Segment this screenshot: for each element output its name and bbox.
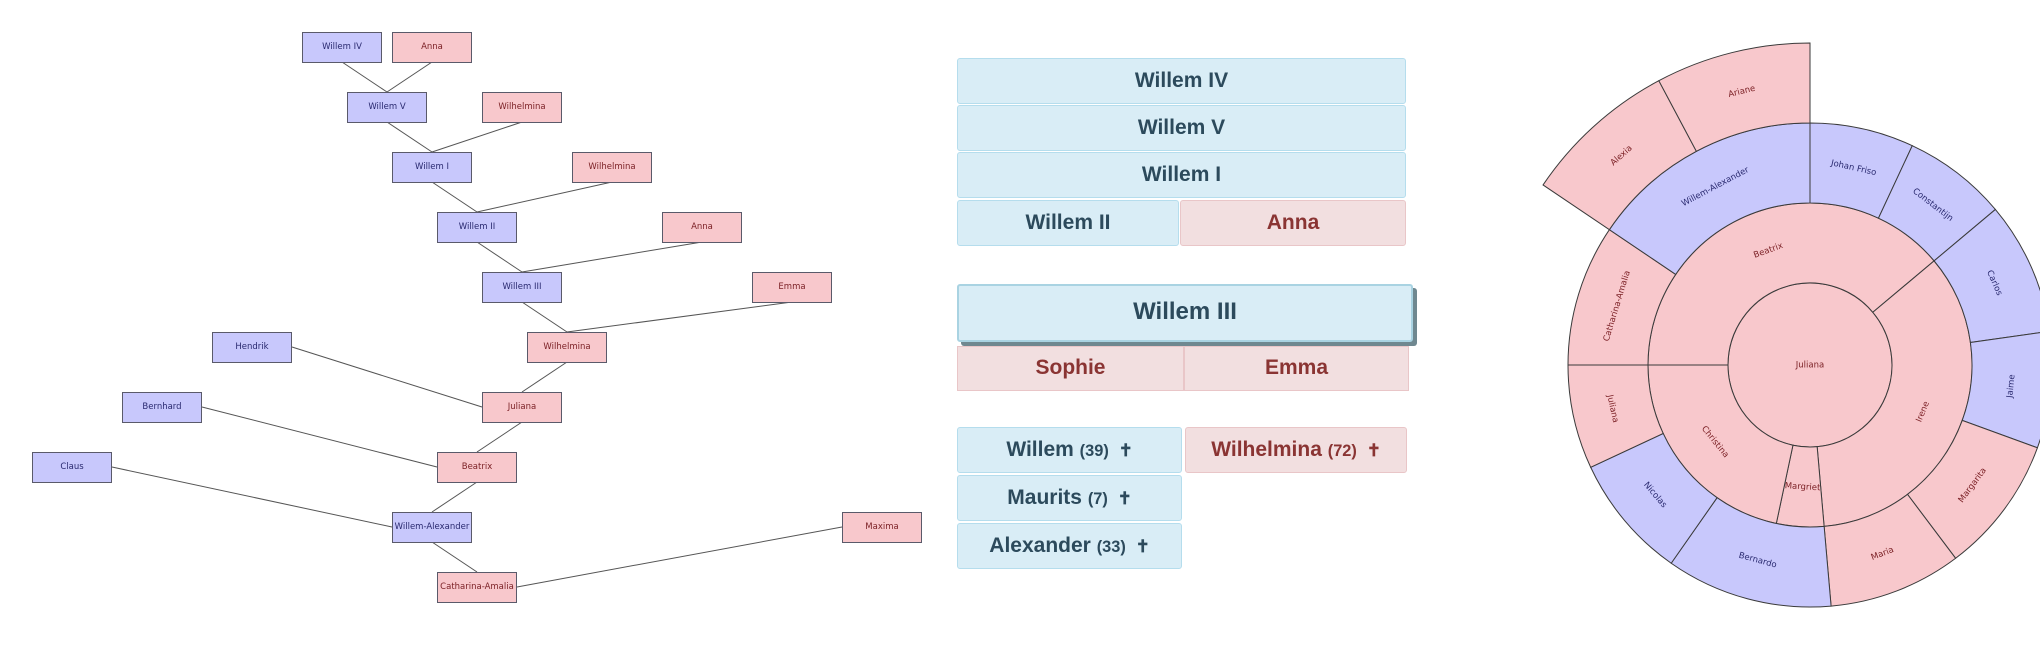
- tree-connector-line: [521, 241, 703, 273]
- sunburst-segment-ariane[interactable]: [1658, 42, 1811, 153]
- ancestor-willem-v[interactable]: Willem V: [957, 105, 1406, 151]
- tree-connector-line: [516, 526, 843, 588]
- tree-connector-line: [476, 421, 523, 453]
- deceased-cross-icon: ✝: [1135, 537, 1150, 556]
- deceased-cross-icon: ✝: [1118, 441, 1133, 460]
- person-box-willem-alexander[interactable]: Willem-Alexander: [392, 512, 472, 543]
- person-box-wilhelmina-3[interactable]: Wilhelmina: [527, 332, 607, 363]
- tree-connector-line: [386, 121, 433, 153]
- sunburst-label: Margriet: [1784, 481, 1821, 493]
- child-name: Alexander: [989, 534, 1091, 557]
- person-box-willem-i[interactable]: Willem I: [392, 152, 472, 183]
- person-box-willem-ii[interactable]: Willem II: [437, 212, 517, 243]
- sunburst-segment-juliana[interactable]: [1567, 364, 1664, 468]
- tree-connector-line: [201, 406, 438, 468]
- child-age: (39): [1079, 442, 1109, 460]
- tree-connector-line: [431, 181, 478, 213]
- child-wilhelmina-block[interactable]: Wilhelmina (72) ✝: [1185, 427, 1407, 473]
- child-maurits-block[interactable]: Maurits (7) ✝: [957, 475, 1182, 521]
- child-age: (72): [1327, 442, 1357, 460]
- child-name: Wilhelmina: [1211, 438, 1322, 461]
- person-box-willem-iv[interactable]: Willem IV: [302, 32, 382, 63]
- child-willem-block[interactable]: Willem (39) ✝: [957, 427, 1182, 473]
- spouse-emma-block[interactable]: Emma: [1184, 346, 1409, 391]
- child-alexander-block[interactable]: Alexander (33) ✝: [957, 523, 1182, 569]
- tree-connector-line: [566, 301, 793, 333]
- tree-connector-lines: [111, 61, 843, 588]
- person-box-anna-2[interactable]: Anna: [662, 212, 742, 243]
- child-age: (33): [1096, 538, 1126, 556]
- tree-connector-line: [521, 301, 568, 333]
- tree-connector-line: [341, 61, 388, 93]
- person-box-beatrix[interactable]: Beatrix: [437, 452, 517, 483]
- tree-connector-line: [431, 481, 478, 513]
- child-name: Willem: [1006, 438, 1074, 461]
- tree-connector-line: [476, 181, 613, 213]
- sunburst-chart: JulianaBeatrixIreneMargrietChristinaCath…: [1542, 42, 2040, 608]
- tree-connector-line: [111, 466, 393, 528]
- person-box-hendrik[interactable]: Hendrik: [212, 332, 292, 363]
- tree-connector-line: [521, 361, 568, 393]
- sunburst-center-label: Juliana: [1795, 361, 1824, 371]
- person-box-claus[interactable]: Claus: [32, 452, 112, 483]
- child-age: (7): [1087, 490, 1108, 508]
- tree-connector-line: [476, 241, 523, 273]
- mother-block[interactable]: Anna: [1180, 200, 1406, 246]
- spouse-sophie-block[interactable]: Sophie: [957, 346, 1184, 391]
- tree-connector-line: [291, 346, 483, 408]
- person-box-catharina-amalia[interactable]: Catharina-Amalia: [437, 572, 517, 603]
- deceased-cross-icon: ✝: [1366, 441, 1381, 460]
- person-box-wilhelmina-2[interactable]: Wilhelmina: [572, 152, 652, 183]
- person-box-juliana[interactable]: Juliana: [482, 392, 562, 423]
- person-box-bernhard[interactable]: Bernhard: [122, 392, 202, 423]
- ancestor-willem-i[interactable]: Willem I: [957, 152, 1406, 198]
- father-block[interactable]: Willem II: [957, 200, 1179, 246]
- person-box-wilhelmina-1[interactable]: Wilhelmina: [482, 92, 562, 123]
- deceased-cross-icon: ✝: [1117, 489, 1132, 508]
- person-box-anna-1[interactable]: Anna: [392, 32, 472, 63]
- focus-person-block[interactable]: Willem III: [957, 284, 1413, 342]
- ancestor-willem-iv[interactable]: Willem IV: [957, 58, 1406, 104]
- person-box-willem-iii[interactable]: Willem III: [482, 272, 562, 303]
- tree-connector-line: [386, 61, 433, 93]
- sunburst-label: Jaime: [2005, 374, 2018, 400]
- child-name: Maurits: [1007, 486, 1082, 509]
- person-box-maxima[interactable]: Maxima: [842, 512, 922, 543]
- tree-connector-line: [431, 121, 523, 153]
- person-box-willem-v[interactable]: Willem V: [347, 92, 427, 123]
- person-box-emma[interactable]: Emma: [752, 272, 832, 303]
- tree-connector-line: [431, 541, 478, 573]
- family-block-view: Willem IV Willem V Willem I Willem II An…: [950, 0, 1420, 650]
- sunburst-segment-carlos[interactable]: [1933, 208, 2040, 344]
